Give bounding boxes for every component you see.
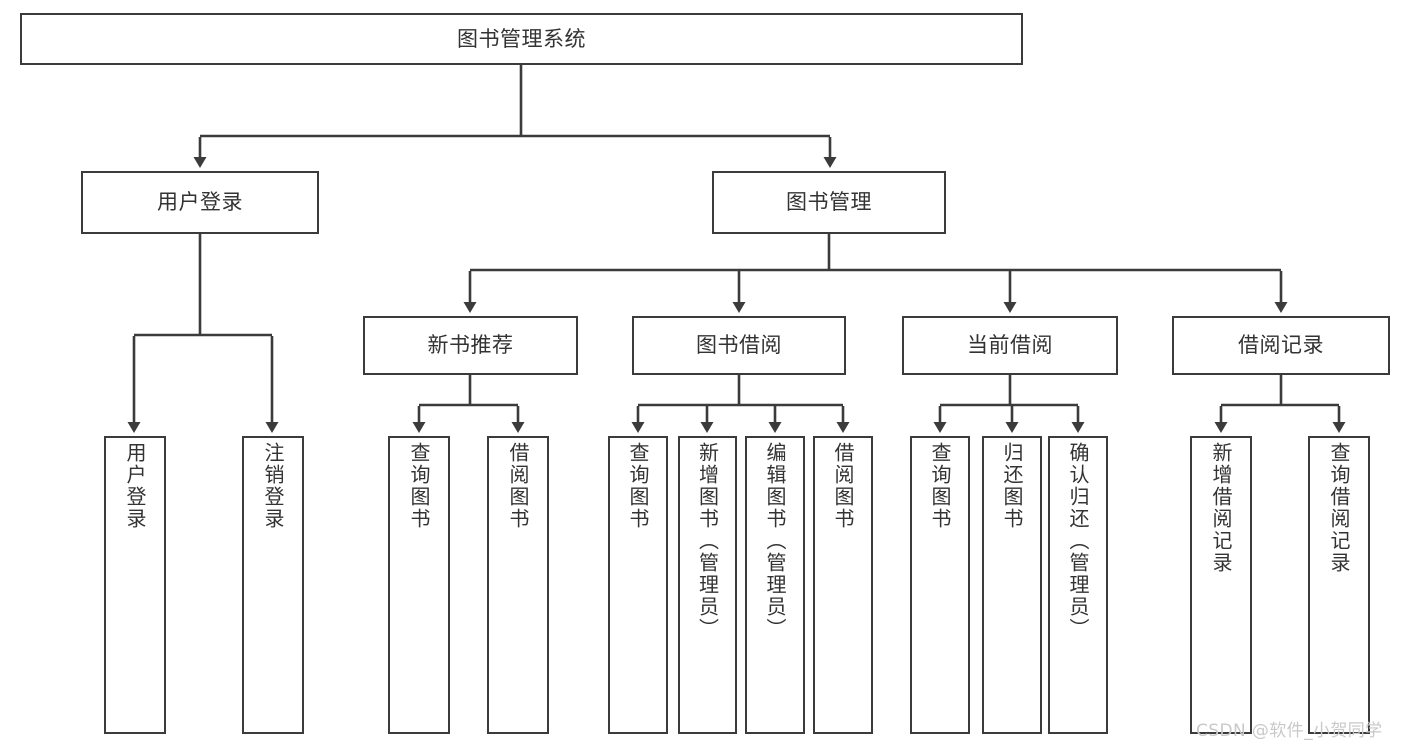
leaf-add-borrow-record[interactable]: 新增借阅记录 (1190, 436, 1252, 734)
edge-group-records (1214, 375, 1346, 433)
node-borrow-records-label: 借阅记录 (1238, 333, 1324, 358)
leaf-query-book-newbook-label: 查询图书 (407, 442, 431, 530)
edge-group-root (193, 65, 837, 168)
leaf-user-login[interactable]: 用户登录 (104, 436, 166, 734)
leaf-add-borrow-record-label: 新增借阅记录 (1209, 442, 1233, 574)
node-root-label: 图书管理系统 (457, 26, 586, 51)
leaf-query-book-borrow[interactable]: 查询图书 (608, 436, 668, 734)
node-new-book-recommend-label: 新书推荐 (427, 333, 514, 358)
leaf-query-book-current-label: 查询图书 (928, 442, 952, 530)
node-borrow-records[interactable]: 借阅记录 (1172, 316, 1390, 375)
leaf-user-logout-label: 注销登录 (261, 442, 285, 530)
edge-group-login (127, 234, 279, 433)
edge-group-current (933, 375, 1085, 433)
leaf-query-book-borrow-label: 查询图书 (626, 442, 650, 530)
csdn-watermark: CSDN @软件_小贺同学 (1196, 721, 1383, 741)
leaf-user-login-label: 用户登录 (123, 442, 147, 530)
node-new-book-recommend[interactable]: 新书推荐 (363, 316, 578, 375)
node-book-management[interactable]: 图书管理 (712, 171, 946, 234)
leaf-borrow-book-newbook[interactable]: 借阅图书 (487, 436, 549, 734)
leaf-return-book[interactable]: 归还图书 (982, 436, 1042, 734)
leaf-query-borrow-record[interactable]: 查询借阅记录 (1308, 436, 1370, 734)
leaf-return-book-label: 归还图书 (1000, 442, 1024, 530)
node-current-borrow-label: 当前借阅 (967, 333, 1053, 358)
leaf-confirm-return-admin-label: 确认归还（管理员） (1066, 442, 1090, 640)
node-book-borrow[interactable]: 图书借阅 (632, 316, 846, 375)
node-user-login[interactable]: 用户登录 (81, 171, 319, 234)
node-book-management-label: 图书管理 (786, 190, 872, 215)
node-book-borrow-label: 图书借阅 (696, 333, 782, 358)
edge-group-borrow (631, 375, 850, 433)
leaf-user-logout[interactable]: 注销登录 (242, 436, 304, 734)
leaf-borrow-book-label: 借阅图书 (831, 442, 855, 530)
leaf-add-book-admin[interactable]: 新增图书（管理员） (678, 436, 737, 734)
node-root[interactable]: 图书管理系统 (20, 13, 1023, 65)
leaf-edit-book-admin[interactable]: 编辑图书（管理员） (745, 436, 805, 734)
leaf-query-book-current[interactable]: 查询图书 (910, 436, 970, 734)
leaf-query-book-newbook[interactable]: 查询图书 (388, 436, 450, 734)
leaf-borrow-book-newbook-label: 借阅图书 (506, 442, 530, 530)
edge-group-newbook (412, 375, 525, 433)
node-user-login-label: 用户登录 (157, 190, 243, 215)
leaf-borrow-book[interactable]: 借阅图书 (813, 436, 873, 734)
leaf-edit-book-admin-label: 编辑图书（管理员） (763, 442, 787, 640)
leaf-confirm-return-admin[interactable]: 确认归还（管理员） (1048, 436, 1108, 734)
edge-group-bookmgmt (463, 234, 1288, 313)
node-current-borrow[interactable]: 当前借阅 (902, 316, 1118, 375)
leaf-query-borrow-record-label: 查询借阅记录 (1327, 442, 1351, 574)
leaf-add-book-admin-label: 新增图书（管理员） (695, 442, 720, 640)
